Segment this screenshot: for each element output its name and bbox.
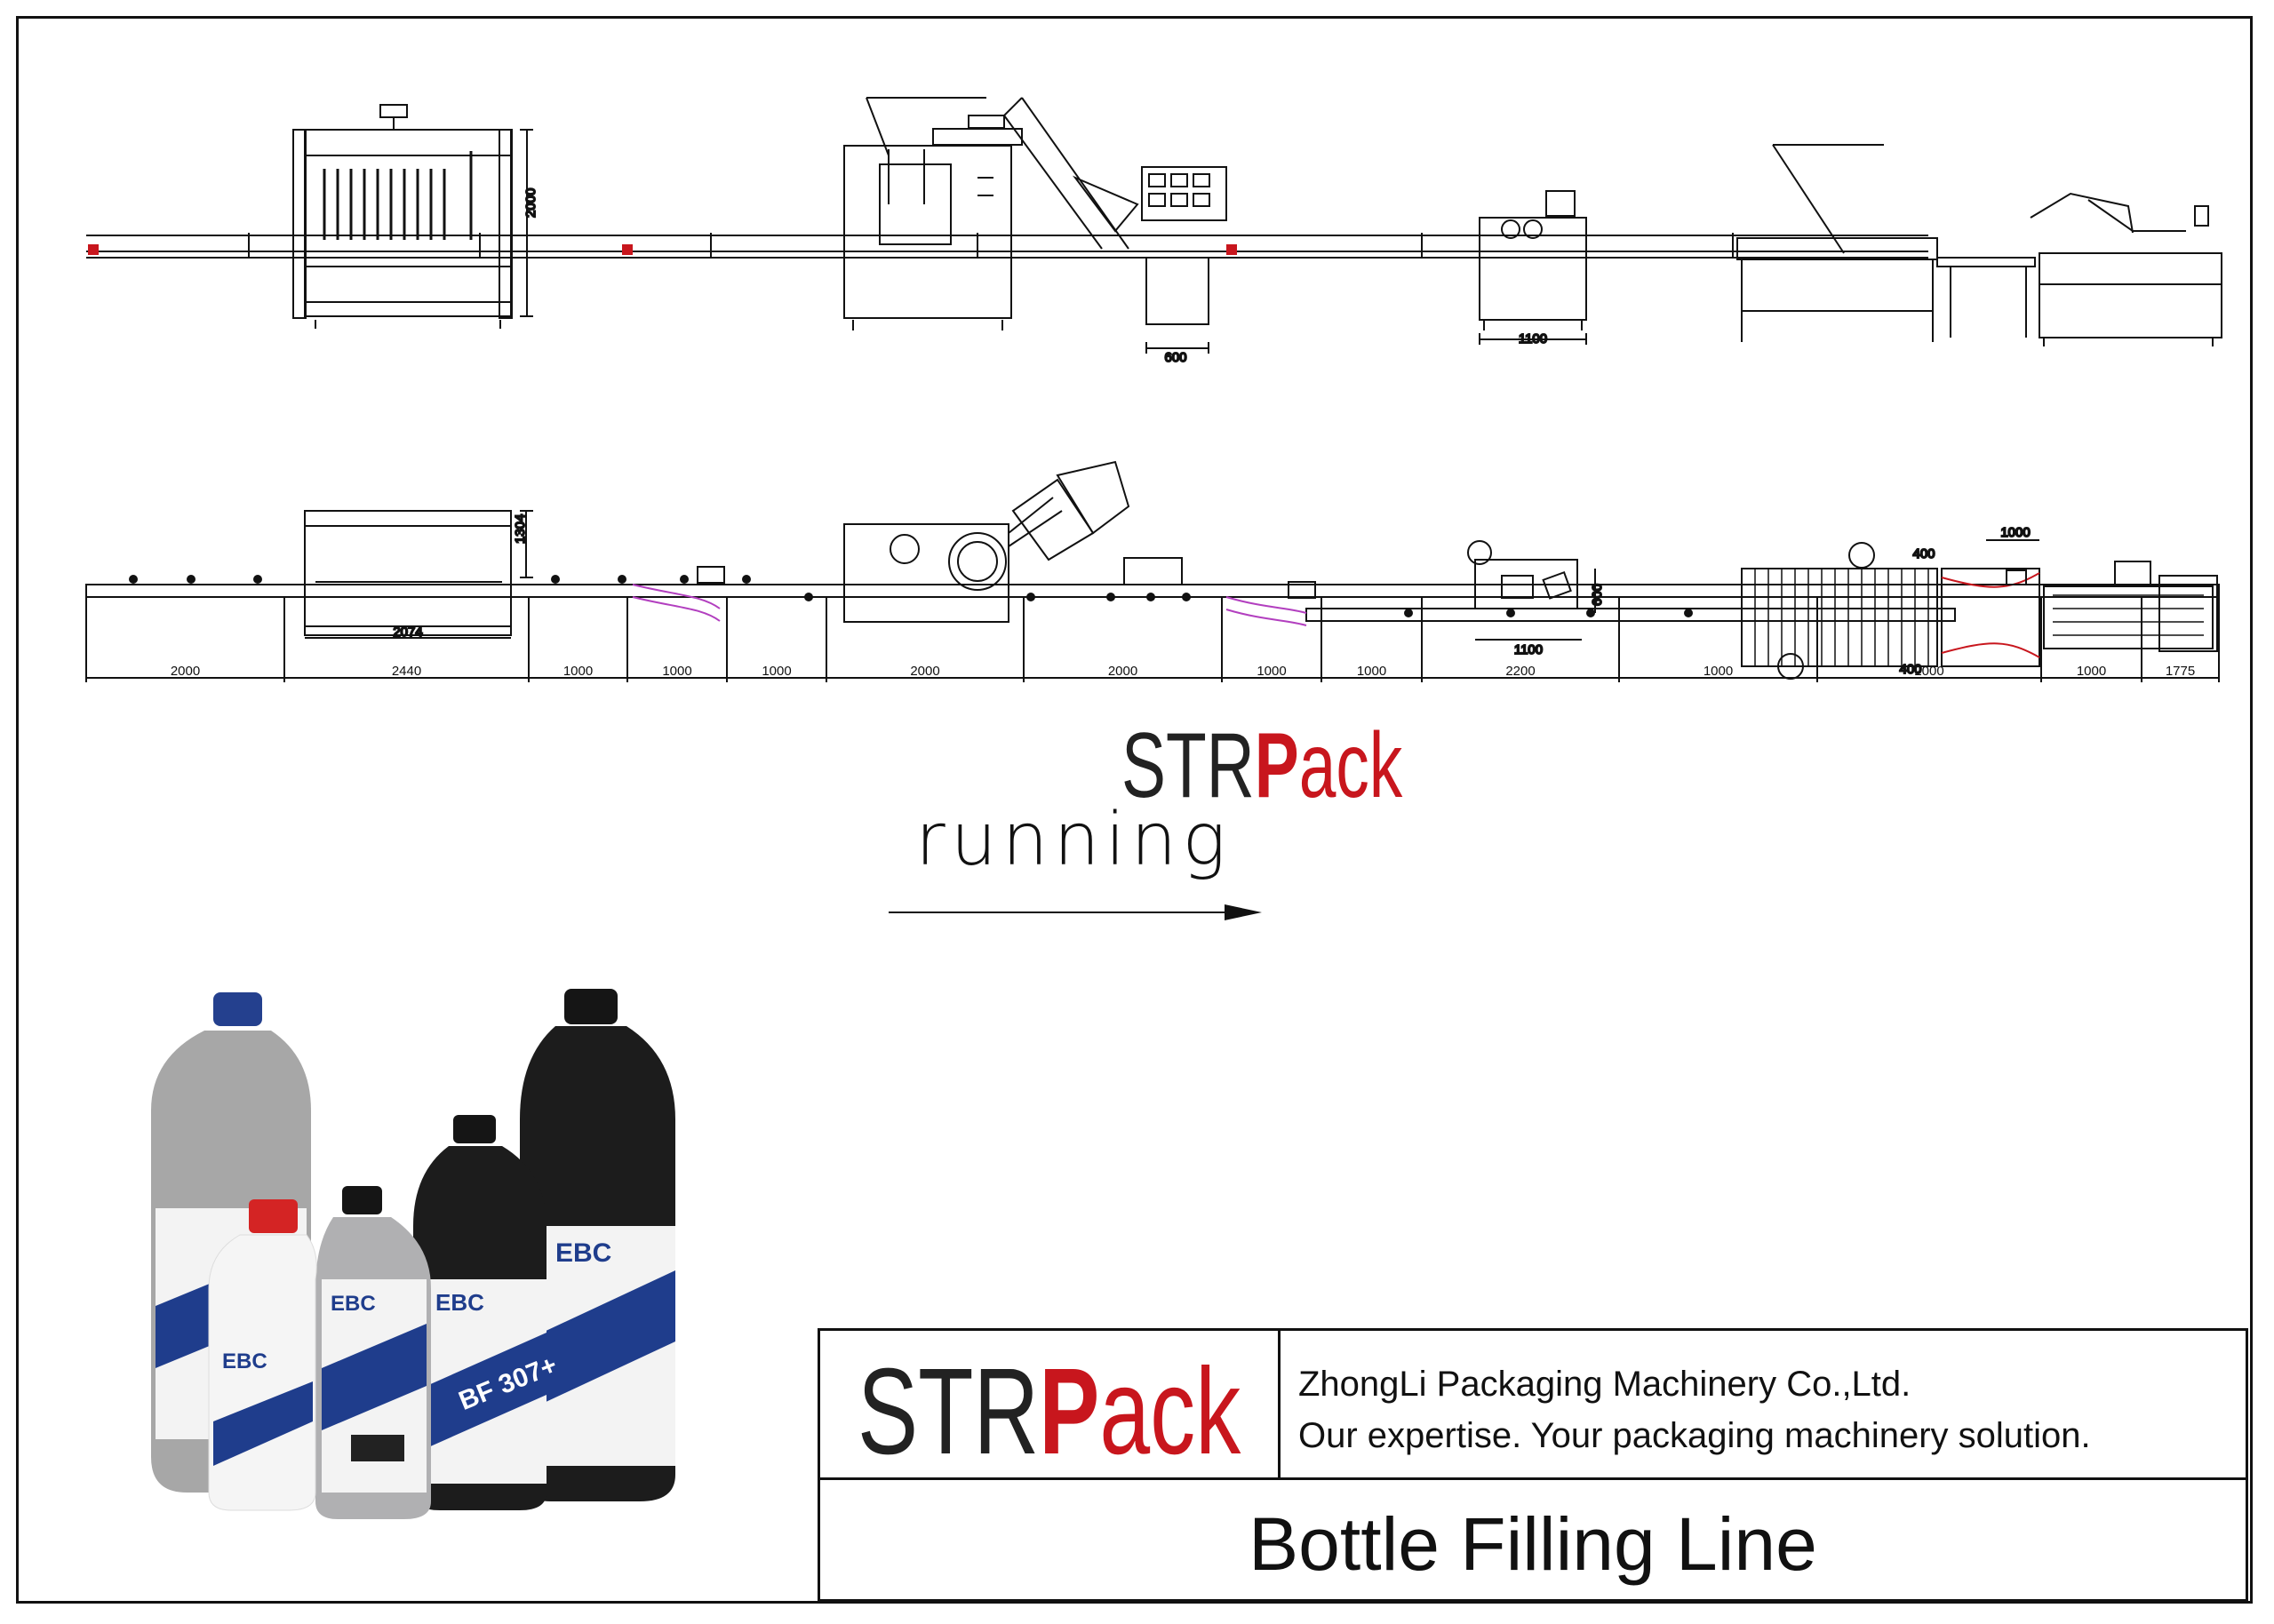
accum-dim-a: 400 bbox=[1912, 546, 1935, 561]
segment-dimension-label: 2000 bbox=[1914, 664, 1943, 679]
sealer-elevation: 600 bbox=[1141, 166, 1227, 366]
wrapper-plan: 1000 bbox=[1941, 524, 2218, 667]
segment-dimension-label: 1000 bbox=[1357, 664, 1386, 679]
accum-dim-c: 400 bbox=[1899, 662, 1921, 677]
title-block-logo-cell: STRPack bbox=[820, 1331, 1281, 1477]
segment-dimension-label: 1000 bbox=[563, 664, 593, 679]
segment-dimension-label: 1000 bbox=[1257, 664, 1286, 679]
brand-mark: EBC bbox=[555, 1238, 611, 1268]
bottle-grey-medium: EBC bbox=[315, 1186, 431, 1519]
bottle-white-small: EBC bbox=[208, 1199, 317, 1511]
wrapper-elevation bbox=[1936, 192, 2222, 346]
bottle-black-large: EBC bbox=[520, 989, 675, 1501]
segment-dimension-label: 2200 bbox=[1505, 664, 1535, 679]
labeler-width-dim: 1100 bbox=[1519, 331, 1547, 346]
title-block-company-cell: ZhongLi Packaging Machinery Co.,Ltd. Our… bbox=[1281, 1331, 2246, 1477]
segment-dimension-label: 2440 bbox=[392, 664, 421, 679]
segment-dimension-label: 1775 bbox=[2166, 664, 2195, 679]
filling-machine-plan: 1304 2074 bbox=[304, 510, 533, 641]
logo-str: STR bbox=[858, 1343, 1040, 1480]
logo-ack: ack bbox=[1099, 1343, 1241, 1480]
accumulation-table-elevation bbox=[1736, 144, 1938, 342]
accum-dim-b: 1000 bbox=[2000, 525, 2030, 540]
plan-labeler-width-dim: 1100 bbox=[1514, 642, 1543, 657]
segment-dimension-label: 2000 bbox=[1108, 664, 1137, 679]
title-block-title-row: Bottle Filling Line bbox=[820, 1477, 2246, 1599]
company-name: ZhongLi Packaging Machinery Co.,Ltd. bbox=[1298, 1365, 1911, 1404]
logo-ack: ack bbox=[1298, 714, 1403, 817]
sealer-width-dim: 600 bbox=[1164, 350, 1186, 365]
running-label: running bbox=[915, 798, 1232, 882]
drawing-title: Bottle Filling Line bbox=[1249, 1502, 1817, 1586]
running-direction-arrow bbox=[889, 904, 1262, 920]
title-block: STRPack ZhongLi Packaging Machinery Co.,… bbox=[818, 1328, 2248, 1602]
segment-dimension-label: 1000 bbox=[662, 664, 691, 679]
filling-machine-elevation: 2000 bbox=[292, 104, 539, 329]
brand-mark: EBC bbox=[435, 1289, 484, 1316]
accumulation-plan: 400 400 bbox=[1741, 542, 1938, 680]
segment-dimension-label: 1000 bbox=[762, 664, 791, 679]
sheet-border bbox=[16, 16, 2253, 1604]
segment-dimension-label: 1000 bbox=[1704, 664, 1733, 679]
strpack-logo: STRPack bbox=[858, 1350, 1241, 1473]
plan-filler-height-dim: 1304 bbox=[513, 514, 528, 544]
logo-p: P bbox=[1254, 714, 1299, 817]
plan-filler-width-dim: 2074 bbox=[393, 625, 422, 640]
elevation-view: 2000 bbox=[86, 97, 2222, 366]
logo-p: P bbox=[1039, 1343, 1100, 1480]
product-photo: EBC BF 307+ EBC EBC bbox=[151, 989, 675, 1519]
segment-dimension-label: 1000 bbox=[2077, 664, 2106, 679]
plan-labeler-depth-dim: 600 bbox=[1590, 584, 1605, 606]
brand-mark: EBC bbox=[331, 1292, 376, 1316]
logo-str: STR bbox=[1121, 714, 1255, 817]
labeler-plan: 600 1100 bbox=[1467, 540, 1606, 658]
dimension-chain: 2000 2440 1000 1000 1000 2000 2000 1000 1000 2200… bbox=[85, 597, 2220, 682]
labeler-elevation: 1100 bbox=[1479, 190, 1587, 347]
segment-dimension-label: 2000 bbox=[910, 664, 939, 679]
strpack-watermark-logo: STRPack bbox=[1121, 720, 1402, 812]
bottle-black-medium: BF 307+ EBC bbox=[413, 1115, 562, 1510]
segment-dimension-label: 2000 bbox=[171, 664, 200, 679]
filler-height-dim: 2000 bbox=[523, 188, 539, 218]
capper-plan bbox=[843, 460, 1183, 623]
plan-view: 1304 2074 bbox=[85, 460, 2220, 682]
brand-mark: EBC bbox=[222, 1349, 267, 1373]
company-tagline: Our expertise. Your packaging machinery … bbox=[1298, 1416, 2091, 1455]
capping-machine-elevation bbox=[843, 97, 1139, 330]
